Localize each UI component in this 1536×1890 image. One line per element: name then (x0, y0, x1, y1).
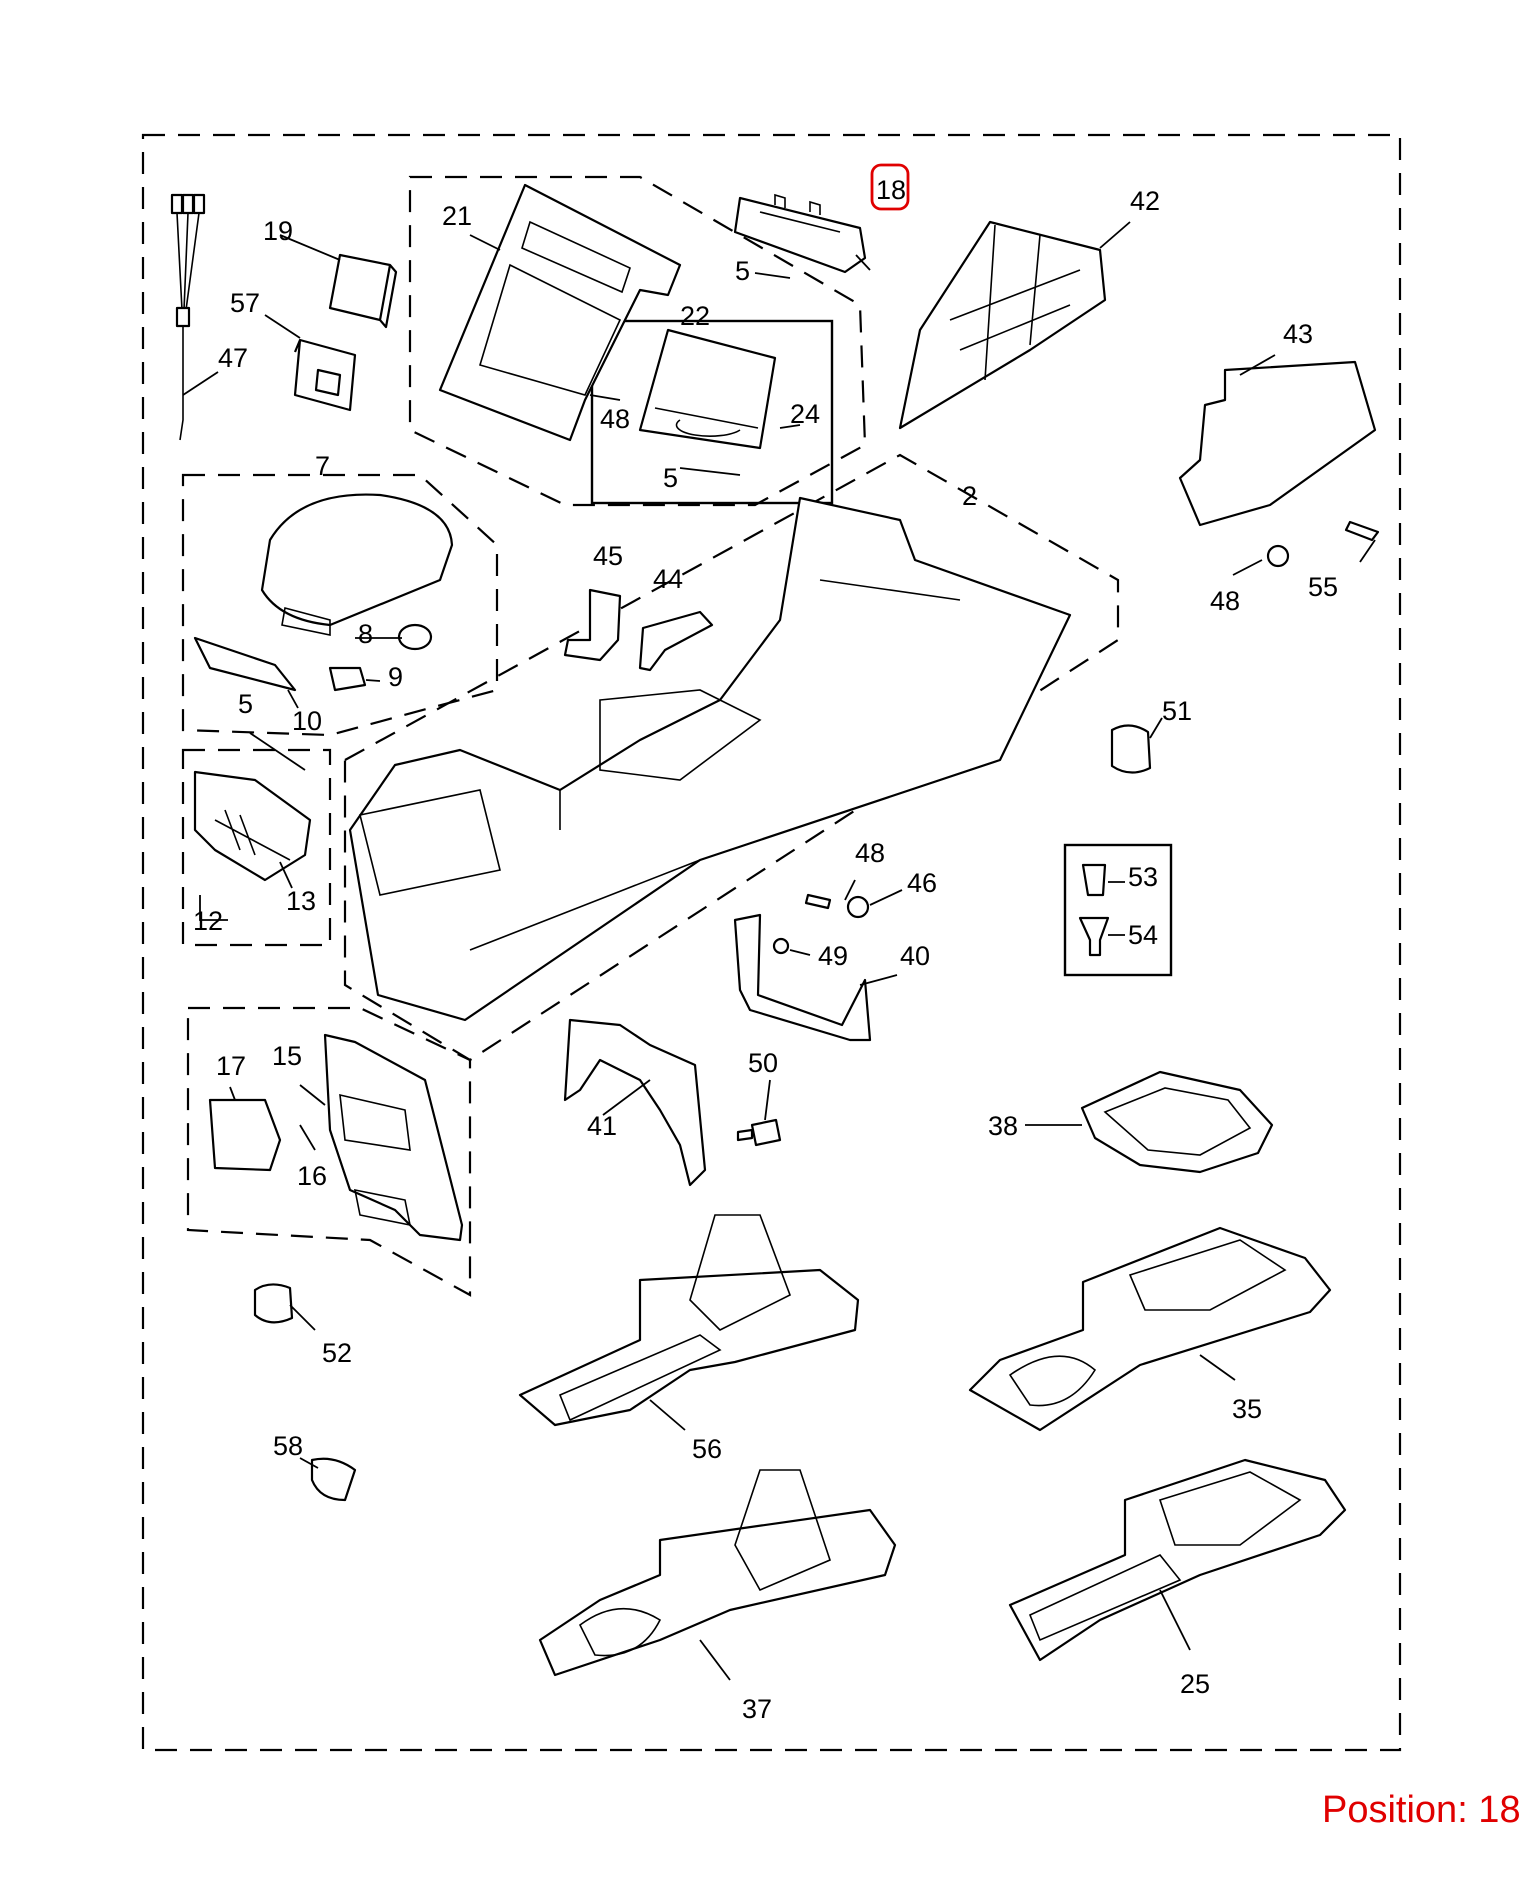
bracket-part-45[interactable] (563, 588, 622, 662)
callout-18[interactable]: 18 (876, 175, 906, 205)
callout-48-mid: 48 (855, 838, 885, 868)
callout-50: 50 (748, 1048, 778, 1078)
armrest-part-7[interactable] (260, 493, 454, 627)
console-top-part-35[interactable] (968, 1226, 1332, 1432)
callout-9: 9 (388, 662, 403, 692)
callout-45: 45 (593, 541, 623, 571)
side-panel-part-43[interactable] (1178, 360, 1377, 527)
callout-47: 47 (218, 343, 248, 373)
callout-58: 58 (273, 1431, 303, 1461)
rail-part-10[interactable] (193, 636, 297, 692)
callout-53: 53 (1128, 862, 1158, 892)
trim-ring-part-38[interactable] (1080, 1070, 1274, 1174)
bezel-part-21[interactable] (438, 183, 682, 442)
cap-part-8[interactable] (397, 623, 433, 651)
callout-5-box: 5 (663, 463, 678, 493)
callout-7: 7 (315, 451, 330, 481)
callout-52: 52 (322, 1338, 352, 1368)
callout-51: 51 (1162, 696, 1192, 726)
bracket-part-41[interactable] (563, 1018, 707, 1187)
callout-35: 35 (1232, 1394, 1262, 1424)
callout-17: 17 (216, 1051, 246, 1081)
clip-part-48-right[interactable] (1266, 544, 1290, 568)
clip-part-9[interactable] (328, 666, 367, 692)
callout-48-box: 48 (600, 404, 630, 434)
outer-frame (141, 133, 1402, 1752)
callout-13: 13 (286, 886, 316, 916)
callout-37: 37 (742, 1694, 772, 1724)
position-label: Position: 18 (1322, 1789, 1521, 1831)
callout-46: 46 (907, 868, 937, 898)
screw-part-55[interactable] (1344, 520, 1380, 542)
callout-19: 19 (263, 216, 293, 246)
display-unit-part-22[interactable] (638, 328, 777, 450)
panel-part-15[interactable] (323, 1033, 464, 1242)
nut-part-49[interactable] (772, 937, 790, 955)
cap-part-58[interactable] (310, 1457, 357, 1502)
callout-21: 21 (442, 201, 472, 231)
callout-42: 42 (1130, 186, 1160, 216)
callout-54: 54 (1128, 920, 1158, 950)
bracket-part-57[interactable] (293, 338, 357, 412)
highlight-ring-18 (870, 163, 910, 211)
callout-8: 8 (358, 619, 373, 649)
callout-41: 41 (587, 1111, 617, 1141)
bracket-part-13[interactable] (193, 770, 312, 882)
clip-part-46[interactable] (846, 895, 870, 919)
callout-5-top: 5 (735, 256, 750, 286)
callout-16: 16 (297, 1161, 327, 1191)
fastener-part-53[interactable] (1081, 863, 1107, 897)
callout-2: 2 (962, 481, 977, 511)
callout-43: 43 (1283, 319, 1313, 349)
callout-10: 10 (292, 706, 322, 736)
fastener-part-54[interactable] (1078, 916, 1110, 957)
bracket-part-18[interactable] (733, 196, 867, 274)
screw-part-48-mid[interactable] (804, 893, 832, 910)
console-top-part-56[interactable] (518, 1268, 860, 1427)
group-console-2 (343, 453, 1120, 1062)
callout-15: 15 (272, 1041, 302, 1071)
callout-12: 12 (193, 906, 223, 936)
bolt-part-50[interactable] (736, 1118, 782, 1147)
socket-part-52[interactable] (253, 1283, 294, 1324)
callout-55: 55 (1308, 572, 1338, 602)
console-top-part-37[interactable] (538, 1508, 897, 1677)
usb-cable-part-47 (170, 193, 206, 441)
knob-part-51[interactable] (1110, 724, 1152, 774)
callout-24: 24 (790, 399, 820, 429)
cover-part-17[interactable] (208, 1098, 282, 1172)
group-box-22 (590, 319, 834, 505)
callout-49: 49 (818, 941, 848, 971)
group-box-53-54 (1063, 843, 1173, 977)
switch-part-19[interactable] (328, 253, 398, 329)
callout-22: 22 (680, 301, 710, 331)
callout-56: 56 (692, 1434, 722, 1464)
callout-40: 40 (900, 941, 930, 971)
callout-57: 57 (230, 288, 260, 318)
side-panel-part-42[interactable] (898, 220, 1107, 430)
group-panel-15 (186, 1006, 472, 1297)
callout-44: 44 (653, 564, 683, 594)
callout-25: 25 (1180, 1669, 1210, 1699)
group-armrest-7 (181, 473, 499, 737)
console-body-part-2[interactable] (348, 496, 1072, 1022)
bracket-part-44[interactable] (638, 610, 714, 672)
console-top-part-25[interactable] (1008, 1458, 1347, 1662)
callout-5-left: 5 (238, 689, 253, 719)
callout-48-right: 48 (1210, 586, 1240, 616)
callout-38: 38 (988, 1111, 1018, 1141)
bracket-part-40[interactable] (733, 913, 872, 1042)
